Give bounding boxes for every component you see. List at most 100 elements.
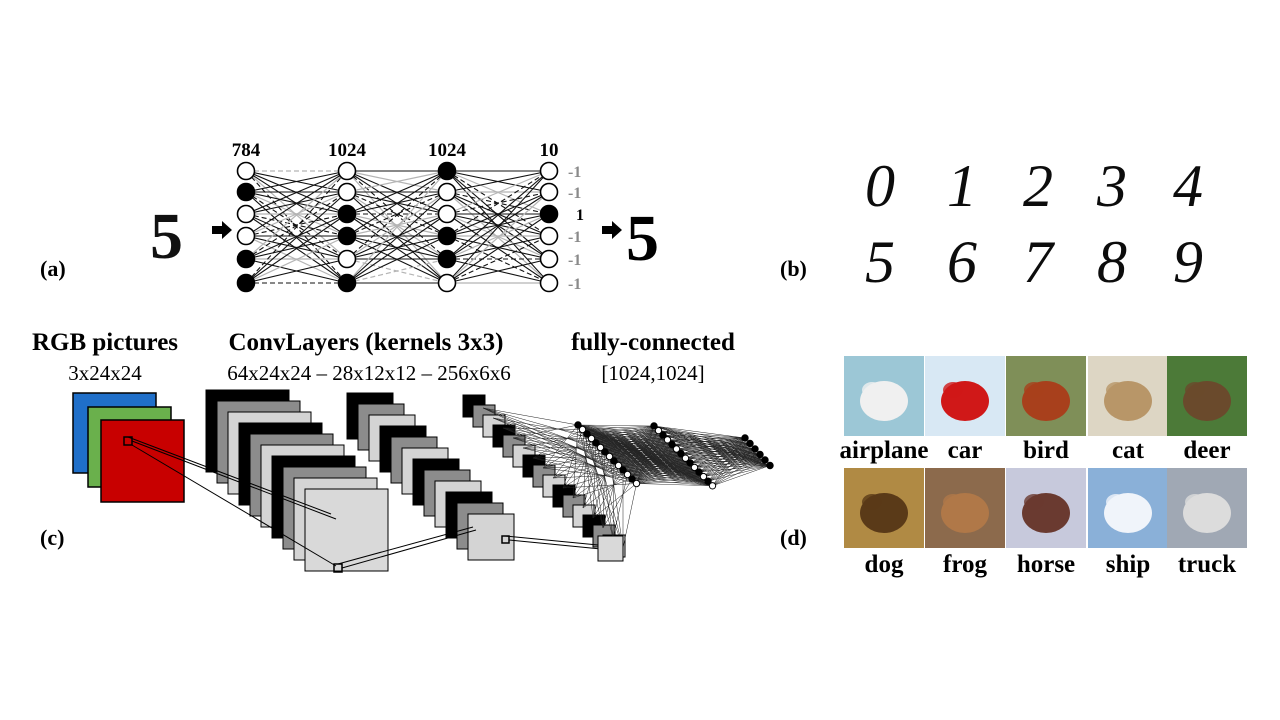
mnist-digit-0: 0 bbox=[865, 153, 895, 219]
fc-neuron bbox=[747, 440, 753, 446]
output-code: -1 bbox=[568, 229, 581, 246]
panel-d-cifar-classes: (d) airplanecarbirdcatdeerdogfroghorsesh… bbox=[780, 356, 1247, 578]
mnist-digit-6: 6 bbox=[947, 229, 977, 295]
layer-size-label: 10 bbox=[540, 140, 559, 161]
layer-size-label: 784 bbox=[232, 140, 261, 161]
output-code: -1 bbox=[568, 252, 581, 269]
mlp-layer-sizes: 784 1024 1024 10 bbox=[232, 140, 559, 161]
panel-c-cnn: (c) RGB pictures 3x24x24 ConvLayers (ker… bbox=[32, 329, 773, 572]
cifar-subject bbox=[862, 382, 882, 398]
fc-neuron bbox=[742, 435, 748, 441]
fc-edge bbox=[623, 484, 637, 549]
fc-dims: [1024,1024] bbox=[601, 361, 704, 385]
class-label-airplane: airplane bbox=[840, 437, 929, 464]
mlp-neuron bbox=[439, 251, 456, 268]
class-label-horse: horse bbox=[1017, 551, 1075, 578]
cifar-image-car bbox=[925, 356, 1005, 436]
feature-map bbox=[468, 514, 514, 560]
mlp-neuron bbox=[439, 275, 456, 292]
fc-neuron bbox=[709, 483, 715, 489]
cifar-subject bbox=[1024, 494, 1044, 510]
class-label-dog: dog bbox=[865, 551, 904, 578]
cifar-subject bbox=[1106, 494, 1126, 510]
mlp-neuron bbox=[339, 184, 356, 201]
input-title: RGB pictures bbox=[32, 329, 178, 356]
mlp-neuron bbox=[339, 163, 356, 180]
fc-title: fully-connected bbox=[571, 329, 735, 356]
mnist-digit-9: 9 bbox=[1173, 229, 1203, 295]
cifar-image-airplane bbox=[844, 356, 924, 436]
cifar-subject bbox=[1185, 494, 1205, 510]
conv-dims: 64x24x24 – 28x12x12 – 256x6x6 bbox=[227, 361, 511, 385]
cifar-subject bbox=[1024, 382, 1044, 398]
mlp-neuron bbox=[238, 163, 255, 180]
cifar-image-horse bbox=[1006, 468, 1086, 548]
cifar-image-bird bbox=[1006, 356, 1086, 436]
mlp-neuron bbox=[238, 228, 255, 245]
class-label-frog: frog bbox=[943, 551, 987, 578]
mlp-neuron bbox=[439, 228, 456, 245]
output-arrow bbox=[602, 221, 622, 239]
mnist-digit-7: 7 bbox=[1023, 229, 1056, 295]
mlp-neuron bbox=[541, 228, 558, 245]
output-code: 1 bbox=[576, 207, 584, 224]
cifar-subject bbox=[1106, 382, 1126, 398]
output-code: -1 bbox=[568, 164, 581, 181]
conv-title: ConvLayers (kernels 3x3) bbox=[229, 329, 504, 356]
input-channel-red bbox=[101, 420, 184, 502]
class-label-cat: cat bbox=[1112, 437, 1145, 464]
mlp-neuron bbox=[439, 163, 456, 180]
mnist-digit-2: 2 bbox=[1023, 153, 1053, 219]
mlp-neuron bbox=[439, 206, 456, 223]
fc-neuron bbox=[762, 457, 768, 463]
mlp-neuron bbox=[541, 184, 558, 201]
input-digit-5: 5 bbox=[150, 200, 183, 273]
layer-size-label: 1024 bbox=[428, 140, 467, 161]
panel-b-mnist-digits: (b) 0123456789 bbox=[780, 153, 1203, 295]
output-code: -1 bbox=[568, 185, 581, 202]
mlp-neuron bbox=[439, 184, 456, 201]
panel-a-label: (a) bbox=[40, 256, 66, 281]
mnist-digit-5: 5 bbox=[865, 229, 895, 295]
fc-neuron bbox=[757, 451, 763, 457]
mnist-digit-8: 8 bbox=[1097, 229, 1127, 295]
mlp-neuron bbox=[541, 206, 558, 223]
output-code: -1 bbox=[568, 276, 581, 293]
input-dims: 3x24x24 bbox=[68, 361, 142, 385]
fc-neuron bbox=[633, 480, 639, 486]
fc-neuron bbox=[767, 462, 773, 468]
fc-edge bbox=[583, 461, 614, 508]
fc-input-map bbox=[598, 536, 623, 561]
input-arrow bbox=[212, 221, 232, 239]
cifar-image-frog bbox=[925, 468, 1005, 548]
mnist-digit-4: 4 bbox=[1173, 153, 1203, 219]
fc-edge bbox=[593, 470, 623, 518]
panel-d-label: (d) bbox=[780, 525, 807, 550]
class-label-ship: ship bbox=[1106, 551, 1150, 578]
mnist-digit-3: 3 bbox=[1096, 153, 1127, 219]
cifar-subject bbox=[943, 494, 963, 510]
mlp-neuron bbox=[238, 184, 255, 201]
cifar-image-truck bbox=[1167, 468, 1247, 548]
cifar-image-dog bbox=[844, 468, 924, 548]
cifar-grid: airplanecarbirdcatdeerdogfroghorseshiptr… bbox=[840, 356, 1247, 578]
mlp-neuron bbox=[339, 251, 356, 268]
panel-a-mlp: (a) 5 7841024102410 -1-11-1-1-1 5 bbox=[40, 140, 659, 293]
panel-c-label: (c) bbox=[40, 525, 64, 550]
mlp-edge bbox=[347, 259, 447, 283]
cifar-image-ship bbox=[1088, 468, 1168, 548]
conv-feature-maps bbox=[206, 390, 625, 571]
mlp-neuron bbox=[541, 163, 558, 180]
mlp-neuron bbox=[238, 251, 255, 268]
cifar-subject bbox=[1185, 382, 1205, 398]
class-label-bird: bird bbox=[1023, 437, 1069, 464]
mlp-neuron bbox=[238, 275, 255, 292]
mlp-neuron bbox=[339, 206, 356, 223]
cifar-image-cat bbox=[1088, 356, 1168, 436]
digit-grid: 0123456789 bbox=[865, 153, 1203, 295]
class-label-car: car bbox=[948, 437, 983, 464]
output-codes: -1 -1 1 -1 -1 -1 bbox=[568, 164, 584, 293]
cifar-subject bbox=[862, 494, 882, 510]
layer-size-label: 1024 bbox=[328, 140, 367, 161]
